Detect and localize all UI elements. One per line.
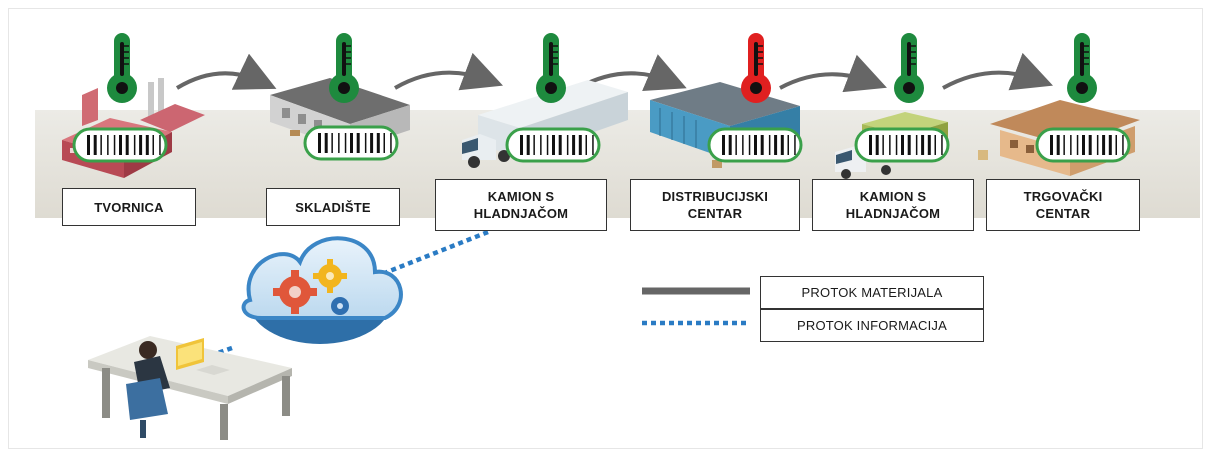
thermometer-icon bbox=[107, 33, 137, 103]
thermometer-icon bbox=[1067, 33, 1097, 103]
legend-swatches bbox=[642, 287, 750, 326]
thermometer-icon bbox=[536, 33, 566, 103]
gear-blue-icon bbox=[331, 297, 349, 315]
stage-label-refrigerated-truck-1: KAMION S HLADNJAČOM bbox=[435, 179, 607, 231]
barcode-tag-icon bbox=[303, 125, 399, 161]
stage-label-factory: TVORNICA bbox=[62, 188, 196, 226]
person-at-computer-icon bbox=[88, 336, 292, 440]
cloud-gears-icon bbox=[241, 236, 403, 344]
flow-arrow-5 bbox=[942, 52, 1053, 91]
barcode-tag-icon bbox=[72, 127, 168, 163]
barcode-tag-icon bbox=[1035, 127, 1131, 163]
diagram-frame bbox=[8, 8, 1203, 449]
flow-arrow-4 bbox=[779, 54, 887, 93]
flow-arrow-2 bbox=[394, 52, 503, 91]
stage-label-warehouse: SKLADIŠTE bbox=[266, 188, 400, 226]
gear-red-icon bbox=[273, 270, 317, 314]
barcode-tag-icon bbox=[505, 127, 601, 163]
thermometer-icon bbox=[894, 33, 924, 103]
flow-arrow-1 bbox=[175, 53, 277, 90]
thermometer-icon bbox=[329, 33, 359, 103]
barcode-tag-icon bbox=[854, 127, 950, 163]
stage-label-refrigerated-truck-2: KAMION S HLADNJAČOM bbox=[812, 179, 974, 231]
legend-material-flow: PROTOK MATERIJALA bbox=[760, 276, 984, 309]
legend-information-flow: PROTOK INFORMACIJA bbox=[760, 309, 984, 342]
thermometer-icon bbox=[741, 33, 771, 103]
barcode-tag-icon bbox=[707, 127, 803, 163]
stage-label-shopping-center: TRGOVAČKI CENTAR bbox=[986, 179, 1140, 231]
stage-label-distribution-center: DISTRIBUCIJSKI CENTAR bbox=[630, 179, 800, 231]
gear-yellow-icon bbox=[313, 259, 347, 293]
